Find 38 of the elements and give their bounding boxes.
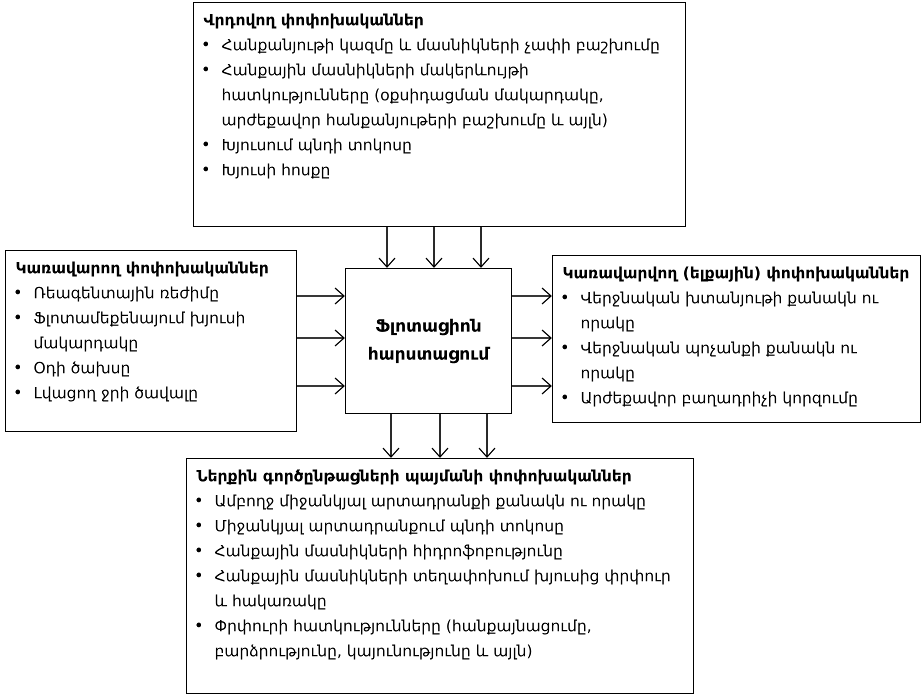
bullet-text: Ամբողջ միջանկյալ արտադրանքի քանակն ու որակը: [216, 494, 645, 510]
bullet-text: Հանքային մասնիկների տեղափոխում խյուսից փրփուր և հակառակը: [215, 570, 670, 610]
bullet-text: Փրփուրի հատկությունները (հանքայնացումը, բարձրությունը, կայունությունը և այլն): [215, 620, 590, 660]
arrow: [478, 414, 496, 458]
bullet-text: Ֆլոտամեքենայում խյուսի մակարդակը: [34, 312, 244, 352]
bullet-text: Վերջնական պոչանքի քանակն ու որակը: [581, 342, 858, 382]
arrow: [426, 227, 442, 268]
box-heading: Կառավարող փոփոխականներ: [16, 262, 268, 276]
process-label: Ֆլոտացիոն հարստացում: [369, 318, 490, 364]
arrow: [297, 288, 345, 304]
bullet-text: Օդի ծախսը: [34, 362, 129, 376]
bullet-text: Ռեագենտային ռեժիմը: [34, 286, 218, 302]
bullet-text: Հանքային մասնիկների մակերևույթի հատկությունները (օքսիդացման մակարդակը, արժեքավոր հանքանյութերի բաշխումը և այլն): [222, 64, 606, 128]
process-box: [345, 268, 512, 414]
arrow: [512, 288, 552, 304]
box-heading: Ներքին գործընթացների պայմանի փոփոխականներ: [196, 470, 631, 485]
bullet-text: Արժեքավոր բաղադրիչի կորզումը: [582, 392, 857, 406]
arrow: [472, 227, 490, 268]
variables-box: [193, 2, 686, 227]
bullet-text: Հանքային մասնիկների հիդրոֆոբությունը: [215, 544, 562, 560]
bullet-text: Վերջնական խտանյութի քանակն ու որակը: [581, 292, 879, 332]
variables-box: [186, 458, 694, 694]
bullet-text: Լվացող ջրի ծավալը: [34, 386, 197, 402]
box-heading: Վրդովող փոփոխականներ: [204, 14, 423, 28]
variables-box: [552, 255, 921, 423]
bullet-text: Խյուսում պնդի տոկոսը: [222, 138, 411, 154]
arrow: [432, 414, 448, 458]
box-heading: Կառավարվող (ելքային) փոփոխականներ: [564, 266, 908, 282]
arrow: [512, 378, 552, 394]
arrow: [378, 227, 396, 268]
bullet-text: Միջանկյալ արտադրանքում պնդի տոկոսը: [216, 520, 563, 534]
arrow: [297, 378, 345, 394]
variables-box: [5, 250, 297, 432]
arrow: [382, 414, 400, 458]
bullet-text: Խյուսի հոսքը: [222, 164, 329, 178]
arrow: [512, 330, 552, 346]
bullet-text: Հանքանյութի կազմը և մասնիկների չափի բաշխումը: [222, 38, 659, 54]
arrow: [297, 330, 345, 346]
